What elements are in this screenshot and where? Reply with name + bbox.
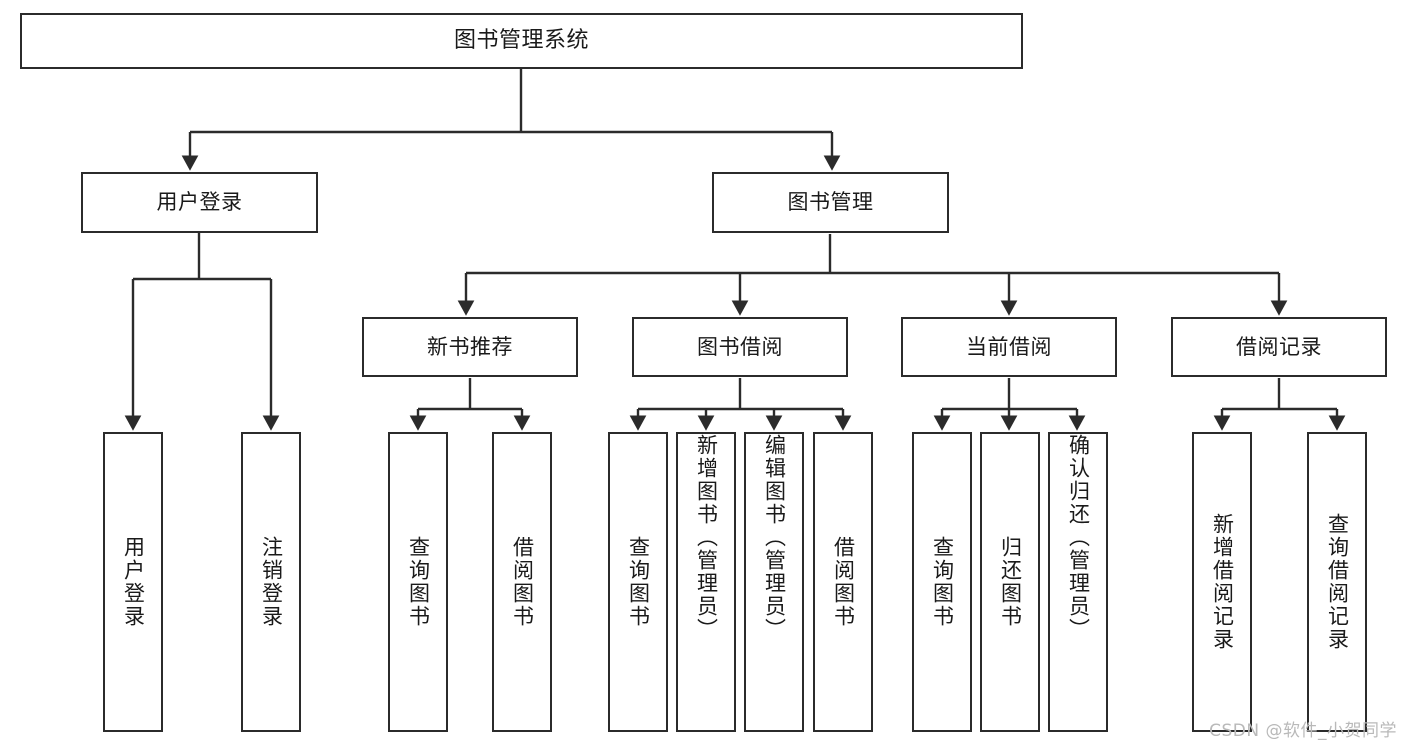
leaf-user-login-logout[interactable]: 注销登录: [241, 432, 301, 732]
node-label: 查询图书: [930, 536, 955, 628]
node-current-borrow[interactable]: 当前借阅: [901, 317, 1117, 377]
node-label: 新增借阅记录: [1210, 513, 1235, 651]
node-label: 查询图书: [626, 536, 651, 628]
node-label: 注销登录: [259, 536, 284, 628]
leaf-current-borrow-query-books[interactable]: 查询图书: [912, 432, 972, 732]
node-book-management[interactable]: 图书管理: [712, 172, 949, 233]
node-label: 借阅图书: [510, 536, 535, 628]
csdn-watermark: CSDN @软件_小贺同学: [1209, 721, 1397, 741]
node-label: 图书管理系统: [453, 28, 589, 54]
node-book-borrow[interactable]: 图书借阅: [632, 317, 848, 377]
node-label: 图书管理: [787, 190, 874, 215]
leaf-borrow-record-add-record[interactable]: 新增借阅记录: [1192, 432, 1252, 732]
node-label: 当前借阅: [966, 334, 1052, 359]
leaf-new-book-borrow-books[interactable]: 借阅图书: [492, 432, 552, 732]
node-label: 确认归还（管理员）: [1066, 434, 1091, 641]
node-label: 归还图书: [998, 536, 1023, 628]
leaf-current-borrow-return-books[interactable]: 归还图书: [980, 432, 1040, 732]
node-label: 新书推荐: [427, 334, 513, 359]
leaf-current-borrow-confirm-return-admin[interactable]: 确认归还（管理员）: [1048, 432, 1108, 732]
leaf-book-borrow-add-book-admin[interactable]: 新增图书（管理员）: [676, 432, 736, 732]
node-label: 借阅图书: [831, 536, 856, 628]
node-label: 查询借阅记录: [1325, 513, 1350, 651]
leaf-book-borrow-edit-book-admin[interactable]: 编辑图书（管理员）: [744, 432, 804, 732]
node-label: 图书借阅: [697, 334, 783, 359]
node-borrow-record[interactable]: 借阅记录: [1171, 317, 1387, 377]
leaf-book-borrow-query-books[interactable]: 查询图书: [608, 432, 668, 732]
node-new-book-recommend[interactable]: 新书推荐: [362, 317, 578, 377]
node-label: 查询图书: [406, 536, 431, 628]
node-label: 用户登录: [156, 190, 243, 215]
leaf-user-login-login[interactable]: 用户登录: [103, 432, 163, 732]
node-label: 借阅记录: [1236, 334, 1322, 359]
leaf-new-book-query-books[interactable]: 查询图书: [388, 432, 448, 732]
node-label: 编辑图书（管理员）: [762, 434, 787, 641]
node-label: 新增图书（管理员）: [694, 434, 719, 641]
leaf-borrow-record-query-record[interactable]: 查询借阅记录: [1307, 432, 1367, 732]
node-root-book-management-system[interactable]: 图书管理系统: [20, 13, 1023, 69]
node-label: 用户登录: [121, 536, 146, 628]
node-user-login[interactable]: 用户登录: [81, 172, 318, 233]
leaf-book-borrow-borrow-books[interactable]: 借阅图书: [813, 432, 873, 732]
